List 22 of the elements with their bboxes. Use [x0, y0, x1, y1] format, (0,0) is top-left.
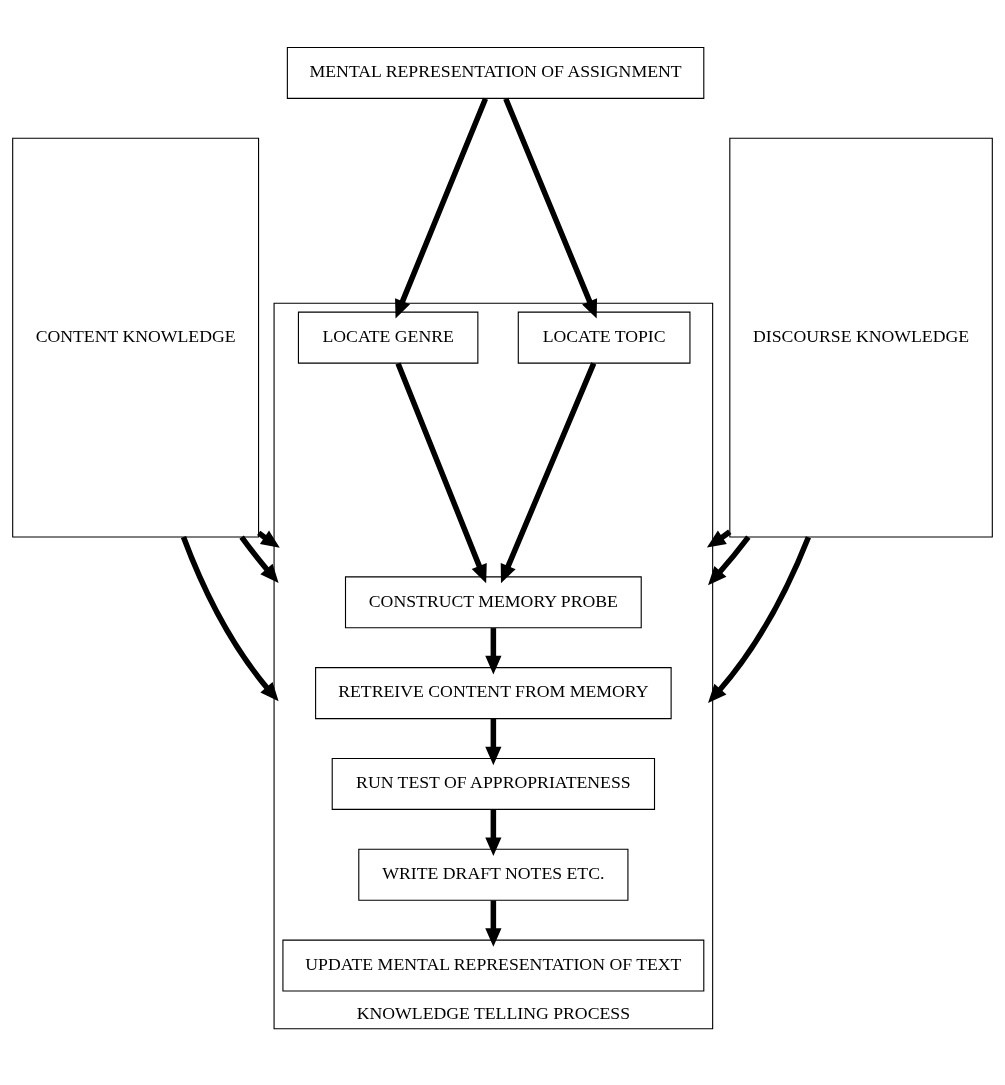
- node-box: CONSTRUCT MEMORY PROBE: [344, 576, 642, 629]
- node-box: LOCATE GENRE: [297, 311, 479, 364]
- node-box: UPDATE MENTAL REPRESENTATION OF TEXT: [282, 939, 705, 992]
- node-box: WRITE DRAFT NOTES ETC.: [358, 848, 629, 901]
- arrow: [485, 628, 502, 675]
- node-box: RETREIVE CONTENT FROM MEMORY: [315, 667, 672, 720]
- arrow: [500, 362, 597, 584]
- arrow: [239, 535, 279, 583]
- arrow: [708, 535, 751, 586]
- arrow: [708, 536, 811, 703]
- node-box: MENTAL REPRESENTATION OF ASSIGNMENT: [286, 46, 705, 99]
- arrow: [180, 536, 279, 702]
- arrow: [395, 97, 489, 319]
- arrow: [503, 97, 598, 319]
- arrow: [485, 900, 502, 947]
- node-box: LOCATE TOPIC: [517, 311, 691, 364]
- node-box: CONTENT KNOWLEDGE: [12, 137, 260, 538]
- arrow: [485, 809, 502, 857]
- node-box: RUN TEST OF APPROPRIATENESS: [331, 757, 656, 810]
- arrow: [485, 718, 502, 766]
- node-box: DISCOURSE KNOWLEDGE: [729, 137, 993, 538]
- arrow: [395, 362, 487, 584]
